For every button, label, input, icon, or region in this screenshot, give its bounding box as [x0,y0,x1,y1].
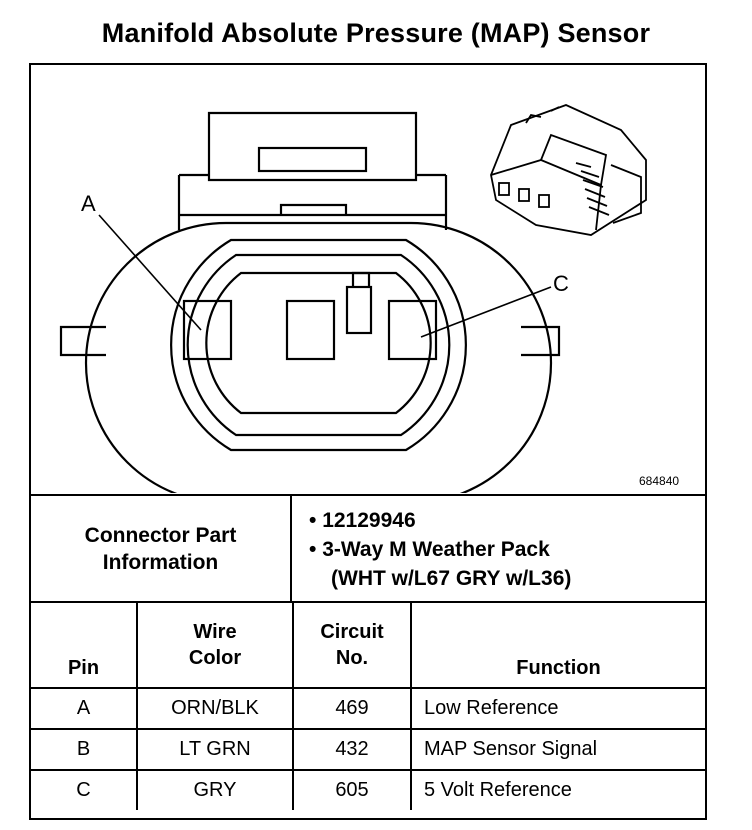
header-function: Function [410,601,705,689]
connector-info-row: Connector Part Information • 12129946 • … [31,494,705,602]
cell-circuit: 469 [292,687,412,730]
terminal-a [182,299,233,361]
connector-latch [207,111,418,182]
right-tab [521,325,561,357]
figure-number: 684840 [639,474,680,488]
terminal-b [285,299,336,361]
cell-pin: B [31,728,138,771]
leader-line-a [98,214,202,331]
connector-iso-sketch [490,104,647,236]
terminal-c [387,299,438,361]
cell-pin: A [31,687,138,730]
terminal-key [345,285,373,335]
cell-pin: C [31,769,138,810]
left-tab [59,325,106,357]
pin-label-c: C [553,271,569,296]
cell-wire-color: LT GRN [136,728,294,771]
leader-line-c [420,286,552,338]
connector-diagram: A C [59,104,647,493]
pin-label-a: A [81,191,96,216]
cell-function: 5 Volt Reference [410,769,705,810]
page-title: Manifold Absolute Pressure (MAP) Sensor [101,18,651,48]
connector-info-heading-line2: Information [102,551,219,574]
connector-info-item-continuation: (WHT w/L67 GRY w/L36) [331,567,572,590]
connector-info-heading: Connector Part Information [31,496,292,602]
connector-info-heading-line1: Connector Part [84,524,237,547]
cell-wire-color: ORN/BLK [136,687,294,730]
cell-function: Low Reference [410,687,705,730]
table-row: C GRY 605 5 Volt Reference [31,769,705,810]
connector-housing-inner-2 [186,253,451,437]
table-row: A ORN/BLK 469 Low Reference [31,687,705,730]
connector-housing-outer [84,221,553,493]
latch-slot [257,146,368,173]
connector-info-list: • 12129946 • 3-Way M Weather Pack (WHT w… [293,506,571,593]
cell-function: MAP Sensor Signal [410,728,705,771]
table-row: B LT GRN 432 MAP Sensor Signal [31,728,705,771]
connector-info-item: • 12129946 [309,509,416,532]
connector-info-item: • 3-Way M Weather Pack [309,538,550,561]
cell-circuit: 605 [292,769,412,810]
diagram-frame [29,63,707,820]
header-pin: Pin [31,601,138,689]
connector-housing-inner-3 [205,271,432,415]
cell-circuit: 432 [292,728,412,771]
cell-wire-color: GRY [136,769,294,810]
